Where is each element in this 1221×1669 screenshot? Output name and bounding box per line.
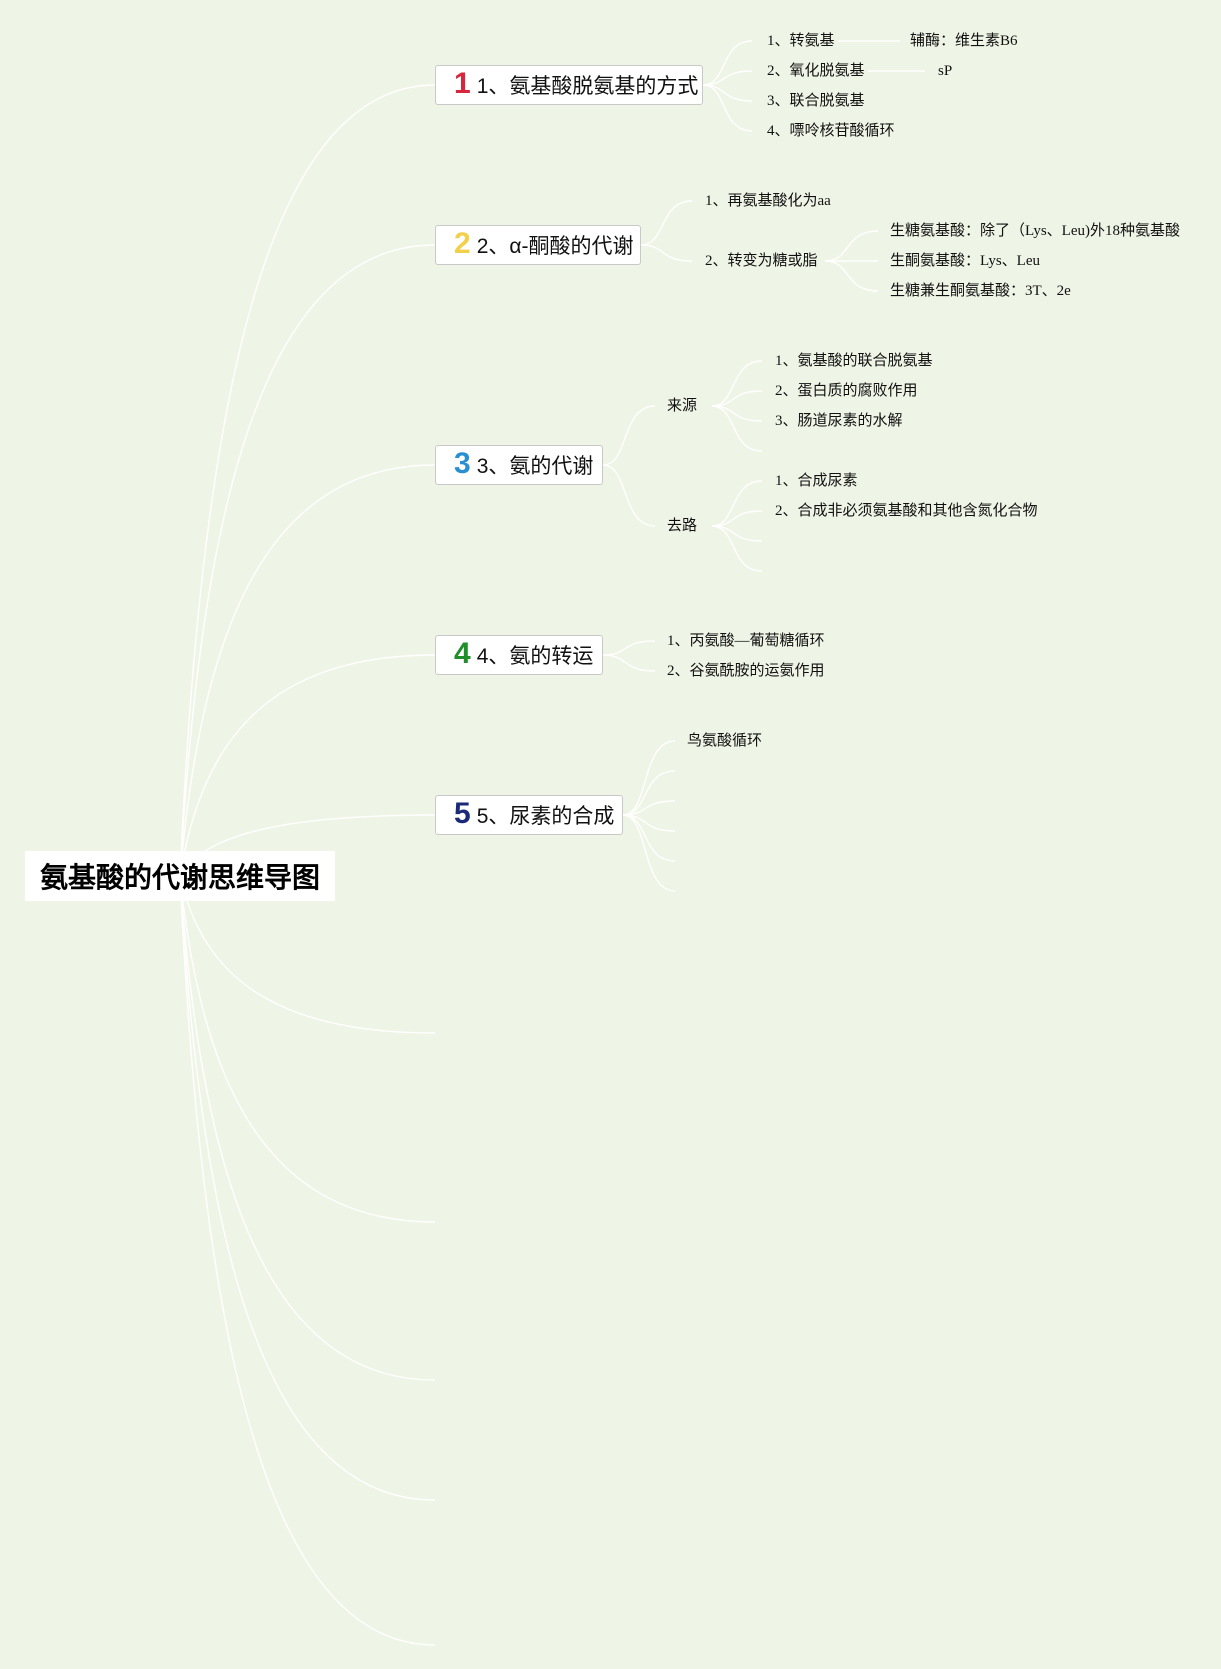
b5-link-2 (622, 770, 676, 816)
root-link-empty-3 (179, 875, 436, 1381)
b5-link-1 (622, 740, 676, 816)
b1-link-1 (702, 40, 753, 86)
branch-2-label: 2、α-酮酸的代谢 (476, 235, 634, 258)
b5-link-5 (622, 814, 676, 862)
branch-2[interactable]: 2 2、α-酮酸的代谢 (435, 225, 641, 265)
b3-dest-link-3 (711, 525, 763, 542)
branch-1-item-1[interactable]: 1、转氨基 (767, 33, 835, 49)
root-link-3 (179, 464, 436, 877)
branch-2-item-2-sub-2[interactable]: 生酮氨基酸：Lys、Leu (890, 253, 1040, 269)
root-link-empty-5 (179, 875, 436, 1646)
b4-link-1 (602, 640, 656, 656)
branch-3[interactable]: 3 3、氨的代谢 (435, 445, 603, 485)
branch-3-destination[interactable]: 去路 (667, 518, 698, 534)
branch-3-destination-1[interactable]: 1、合成尿素 (775, 473, 858, 489)
b1-link-4 (702, 84, 753, 132)
branch-4-label: 4、氨的转运 (476, 645, 594, 668)
number-5-icon: 5 (454, 797, 471, 830)
branch-4-item-1[interactable]: 1、丙氨酸—葡萄糖循环 (667, 633, 825, 649)
b1-link-2 (702, 70, 753, 86)
number-4-icon: 4 (454, 637, 471, 670)
branch-2-item-1[interactable]: 1、再氨基酸化为aa (705, 193, 831, 209)
root-topic[interactable]: 氨基酸的代谢思维导图 (25, 851, 335, 901)
branch-1-item-1-note[interactable]: 辅酶：维生素B6 (910, 33, 1018, 49)
b3-source-link-2 (711, 390, 763, 407)
b3-source-link-3 (711, 405, 763, 422)
branch-5-label: 5、尿素的合成 (476, 805, 615, 828)
root-link-empty-2 (179, 875, 436, 1223)
b3-link-source (602, 405, 656, 466)
branch-1[interactable]: 1 1、氨基酸脱氨基的方式 (435, 65, 703, 105)
b2-sub-link-1 (824, 230, 879, 262)
branch-3-destination-2[interactable]: 2、合成非必须氨基酸和其他含氮化合物 (775, 503, 1038, 519)
b3-dest-link-2 (711, 510, 763, 527)
number-3-icon: 3 (454, 447, 471, 480)
b3-link-destination (602, 464, 656, 527)
root-link-2 (179, 244, 436, 877)
branch-2-item-2-sub-3[interactable]: 生糖兼生酮氨基酸：3T、2e (890, 283, 1071, 299)
b3-source-link-1 (711, 360, 763, 407)
b3-source-link-4 (711, 405, 763, 452)
branch-3-source-3[interactable]: 3、肠道尿素的水解 (775, 413, 903, 429)
branch-1-label: 1、氨基酸脱氨基的方式 (476, 75, 699, 98)
branch-1-item-3[interactable]: 3、联合脱氨基 (767, 93, 865, 109)
b2-sub-link-3 (824, 260, 879, 292)
branch-2-item-2-sub-1[interactable]: 生糖氨基酸：除了（Lys、Leu)外18种氨基酸 (890, 223, 1180, 239)
branch-4[interactable]: 4 4、氨的转运 (435, 635, 603, 675)
root-link-1 (179, 84, 436, 877)
root-link-4 (179, 654, 436, 877)
b5-link-3 (622, 800, 676, 816)
number-1-icon: 1 (454, 67, 471, 100)
branch-1-item-2[interactable]: 2、氧化脱氨基 (767, 63, 865, 79)
b1-link-3 (702, 84, 753, 102)
b2-link-1 (640, 200, 693, 246)
b5-link-6 (622, 814, 676, 892)
b4-link-2 (602, 654, 656, 672)
branch-4-item-2[interactable]: 2、谷氨酰胺的运氨作用 (667, 663, 825, 679)
b3-dest-link-4 (711, 525, 763, 572)
root-link-empty-4 (179, 875, 436, 1501)
branch-5[interactable]: 5 5、尿素的合成 (435, 795, 623, 835)
number-2-icon: 2 (454, 227, 471, 260)
b3-dest-link-1 (711, 480, 763, 527)
branch-1-item-2-note[interactable]: sP (938, 63, 953, 79)
branch-3-source-1[interactable]: 1、氨基酸的联合脱氨基 (775, 353, 933, 369)
branch-5-item-1[interactable]: 鸟氨酸循环 (687, 733, 763, 749)
branch-2-item-2[interactable]: 2、转变为糖或脂 (705, 253, 818, 269)
b2-link-2 (640, 244, 693, 262)
b5-link-4 (622, 814, 676, 832)
branch-3-label: 3、氨的代谢 (476, 455, 594, 478)
branch-3-source[interactable]: 来源 (667, 398, 698, 414)
branch-1-item-4[interactable]: 4、嘌呤核苷酸循环 (767, 123, 895, 139)
branch-3-source-2[interactable]: 2、蛋白质的腐败作用 (775, 383, 918, 399)
